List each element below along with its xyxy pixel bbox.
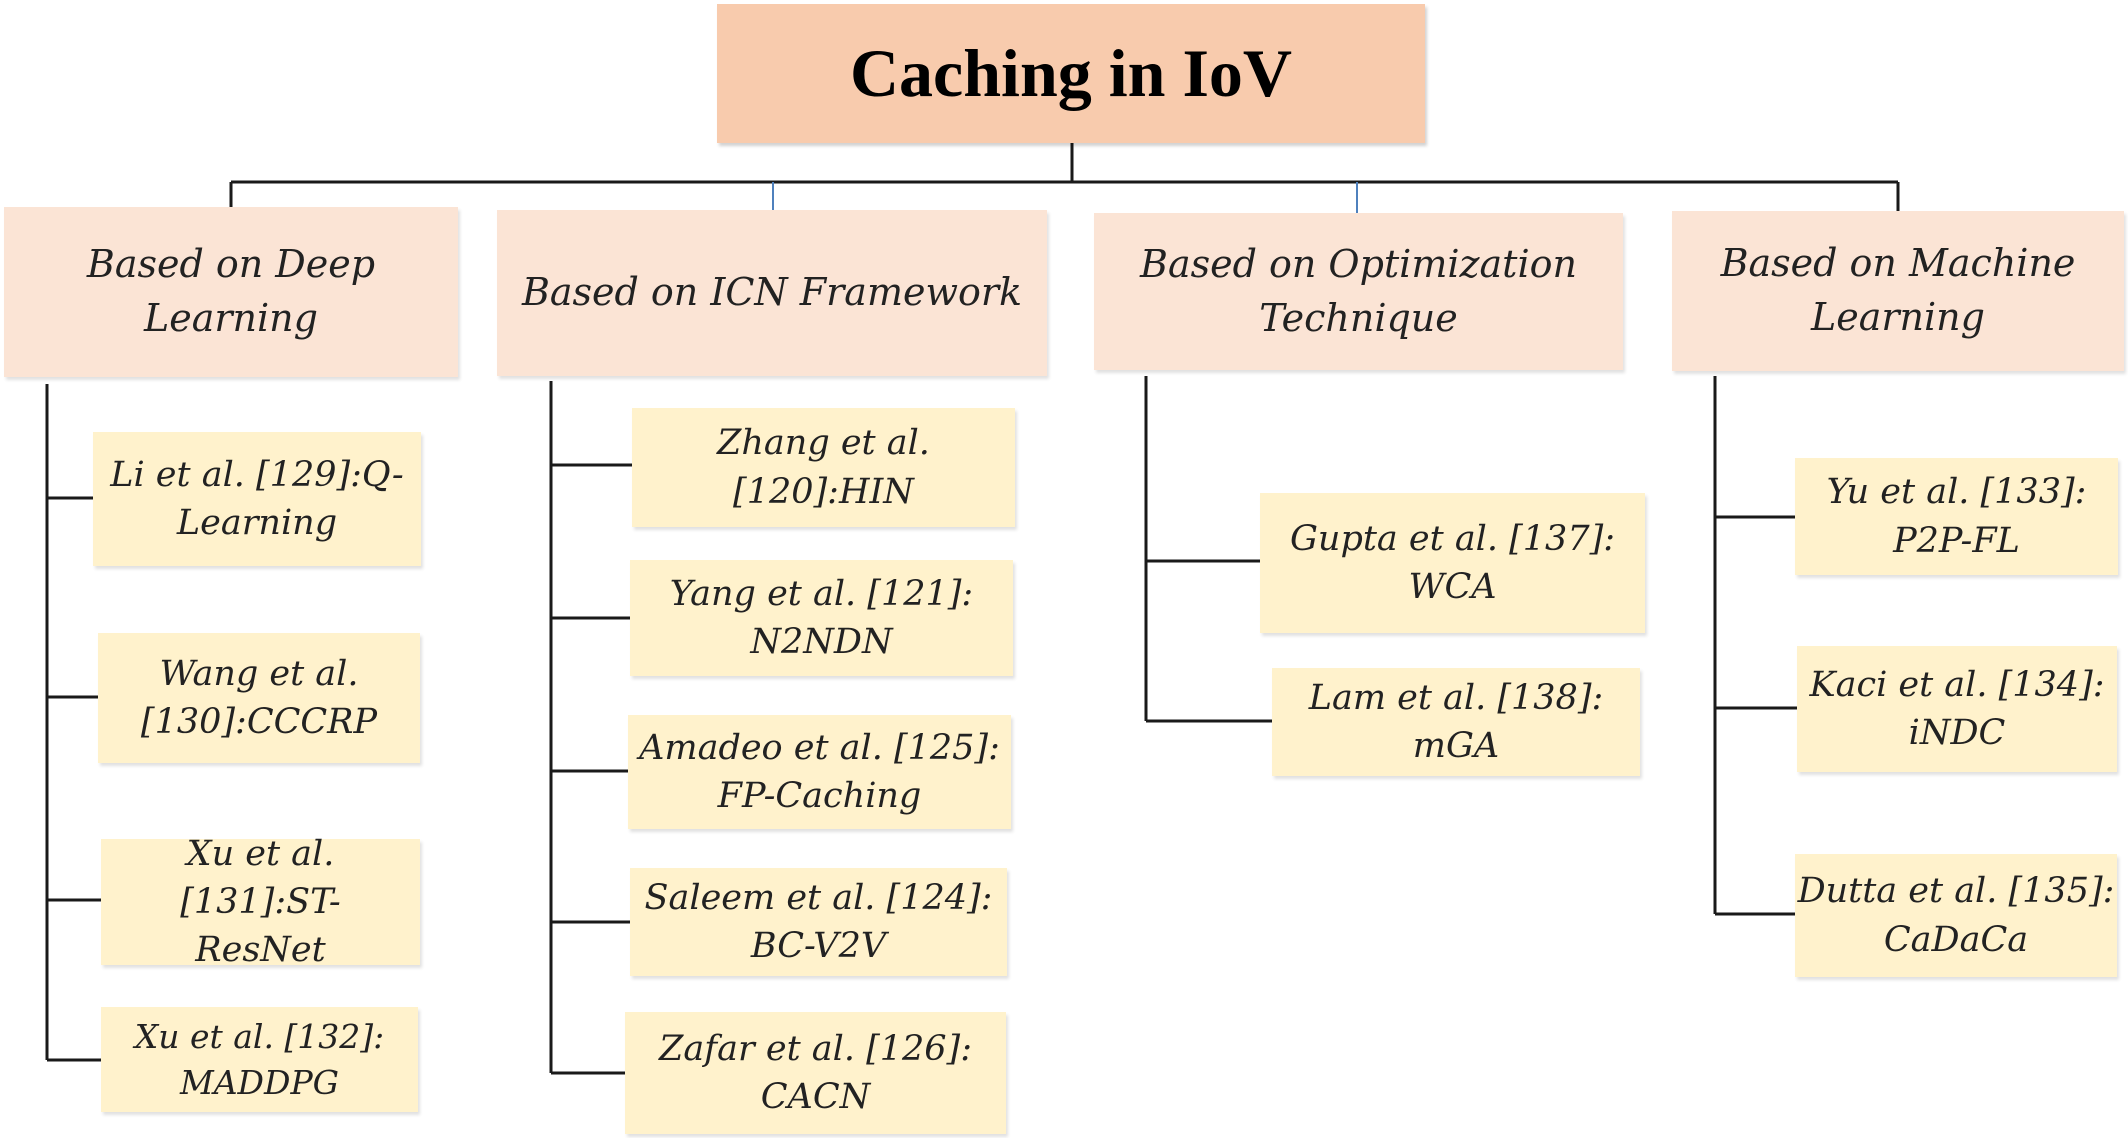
category-icn-framework: Based on ICN Framework	[497, 210, 1047, 376]
category-optimization-technique: Based on Optimization Technique	[1094, 213, 1623, 370]
leaf-line1: Gupta et al. [137]:	[1289, 518, 1616, 559]
leaf-line1: Dutta et al. [135]:	[1797, 871, 2115, 912]
category-label-line1: Based on ICN Framework	[521, 270, 1023, 315]
leaf-kaci-134: Kaci et al. [134]: iNDC	[1797, 646, 2117, 772]
leaf-line1: Xu et al. [132]:	[134, 1016, 385, 1056]
category-label-line1: Based on Machine	[1720, 241, 2076, 286]
category-label-line2: Learning	[144, 296, 318, 340]
leaf-line2: P2P-FL	[1893, 520, 2020, 561]
leaf-line1: Li et al. [129]:Q-	[110, 454, 404, 495]
leaf-line1: Zhang et al.	[717, 423, 930, 464]
leaf-line2: CaDaCa	[1883, 919, 2029, 960]
category-machine-learning: Based on Machine Learning	[1672, 211, 2124, 371]
leaf-xu-131: Xu et al. [131]:ST- ResNet	[101, 834, 420, 970]
leaf-line1: Yu et al. [133]:	[1826, 472, 2087, 513]
leaf-line1: Yang et al. [121]:	[669, 573, 974, 614]
category-label-line2: Technique	[1259, 295, 1458, 340]
leaf-line1: Kaci et al. [134]:	[1809, 664, 2105, 705]
root-title: Caching in IoV	[849, 35, 1293, 111]
leaf-line2: iNDC	[1908, 713, 2006, 753]
category-deep-learning: Based on Deep Learning	[4, 207, 458, 377]
category-label-line1: Based on Deep	[86, 242, 376, 287]
leaf-zafar-126: Zafar et al. [126]: CACN	[625, 1012, 1006, 1134]
leaf-line1: Xu et al. [131]:ST-	[180, 833, 341, 922]
leaf-amadeo-125: Amadeo et al. [125]: FP-Caching	[628, 715, 1011, 829]
leaf-line2: WCA	[1408, 567, 1497, 607]
root-node: Caching in IoV	[717, 4, 1425, 143]
leaf-line2: FP-Caching	[717, 776, 922, 816]
leaf-line2: MADDPG	[179, 1062, 340, 1102]
leaf-line2: ResNet	[195, 930, 326, 971]
leaf-line2: CACN	[760, 1077, 871, 1117]
leaf-li-129: Li et al. [129]:Q- Learning	[93, 432, 421, 566]
leaf-yang-121: Yang et al. [121]: N2NDN	[630, 560, 1013, 676]
leaf-zhang-120: Zhang et al. [120]:HIN	[632, 408, 1015, 527]
leaf-line2: N2NDN	[750, 622, 893, 662]
leaf-lam-138: Lam et al. [138]: mGA	[1272, 668, 1640, 776]
leaf-line1: Zafar et al. [126]:	[659, 1028, 972, 1069]
leaf-line2: Learning	[176, 503, 338, 543]
leaf-line1: Lam et al. [138]:	[1308, 677, 1604, 718]
leaf-line1: Amadeo et al. [125]:	[639, 727, 1000, 768]
category-label-line2: Learning	[1811, 295, 1985, 339]
leaf-line2: BC-V2V	[750, 926, 887, 966]
leaf-gupta-137: Gupta et al. [137]: WCA	[1260, 493, 1645, 633]
leaf-line2: [120]:HIN	[733, 471, 914, 512]
leaf-xu-132: Xu et al. [132]: MADDPG	[101, 1007, 418, 1112]
category-label-line1: Based on Optimization	[1140, 241, 1577, 286]
leaf-dutta-135: Dutta et al. [135]: CaDaCa	[1795, 854, 2117, 977]
leaf-yu-133: Yu et al. [133]: P2P-FL	[1795, 458, 2118, 575]
leaf-line1: Saleem et al. [124]:	[644, 877, 993, 918]
leaf-line2: mGA	[1412, 726, 1500, 766]
leaf-saleem-124: Saleem et al. [124]: BC-V2V	[630, 868, 1007, 976]
leaf-line1: Wang et al.	[159, 653, 359, 694]
leaf-line2: [130]:CCCRP	[140, 702, 378, 742]
leaf-wang-130: Wang et al. [130]:CCCRP	[98, 633, 420, 763]
